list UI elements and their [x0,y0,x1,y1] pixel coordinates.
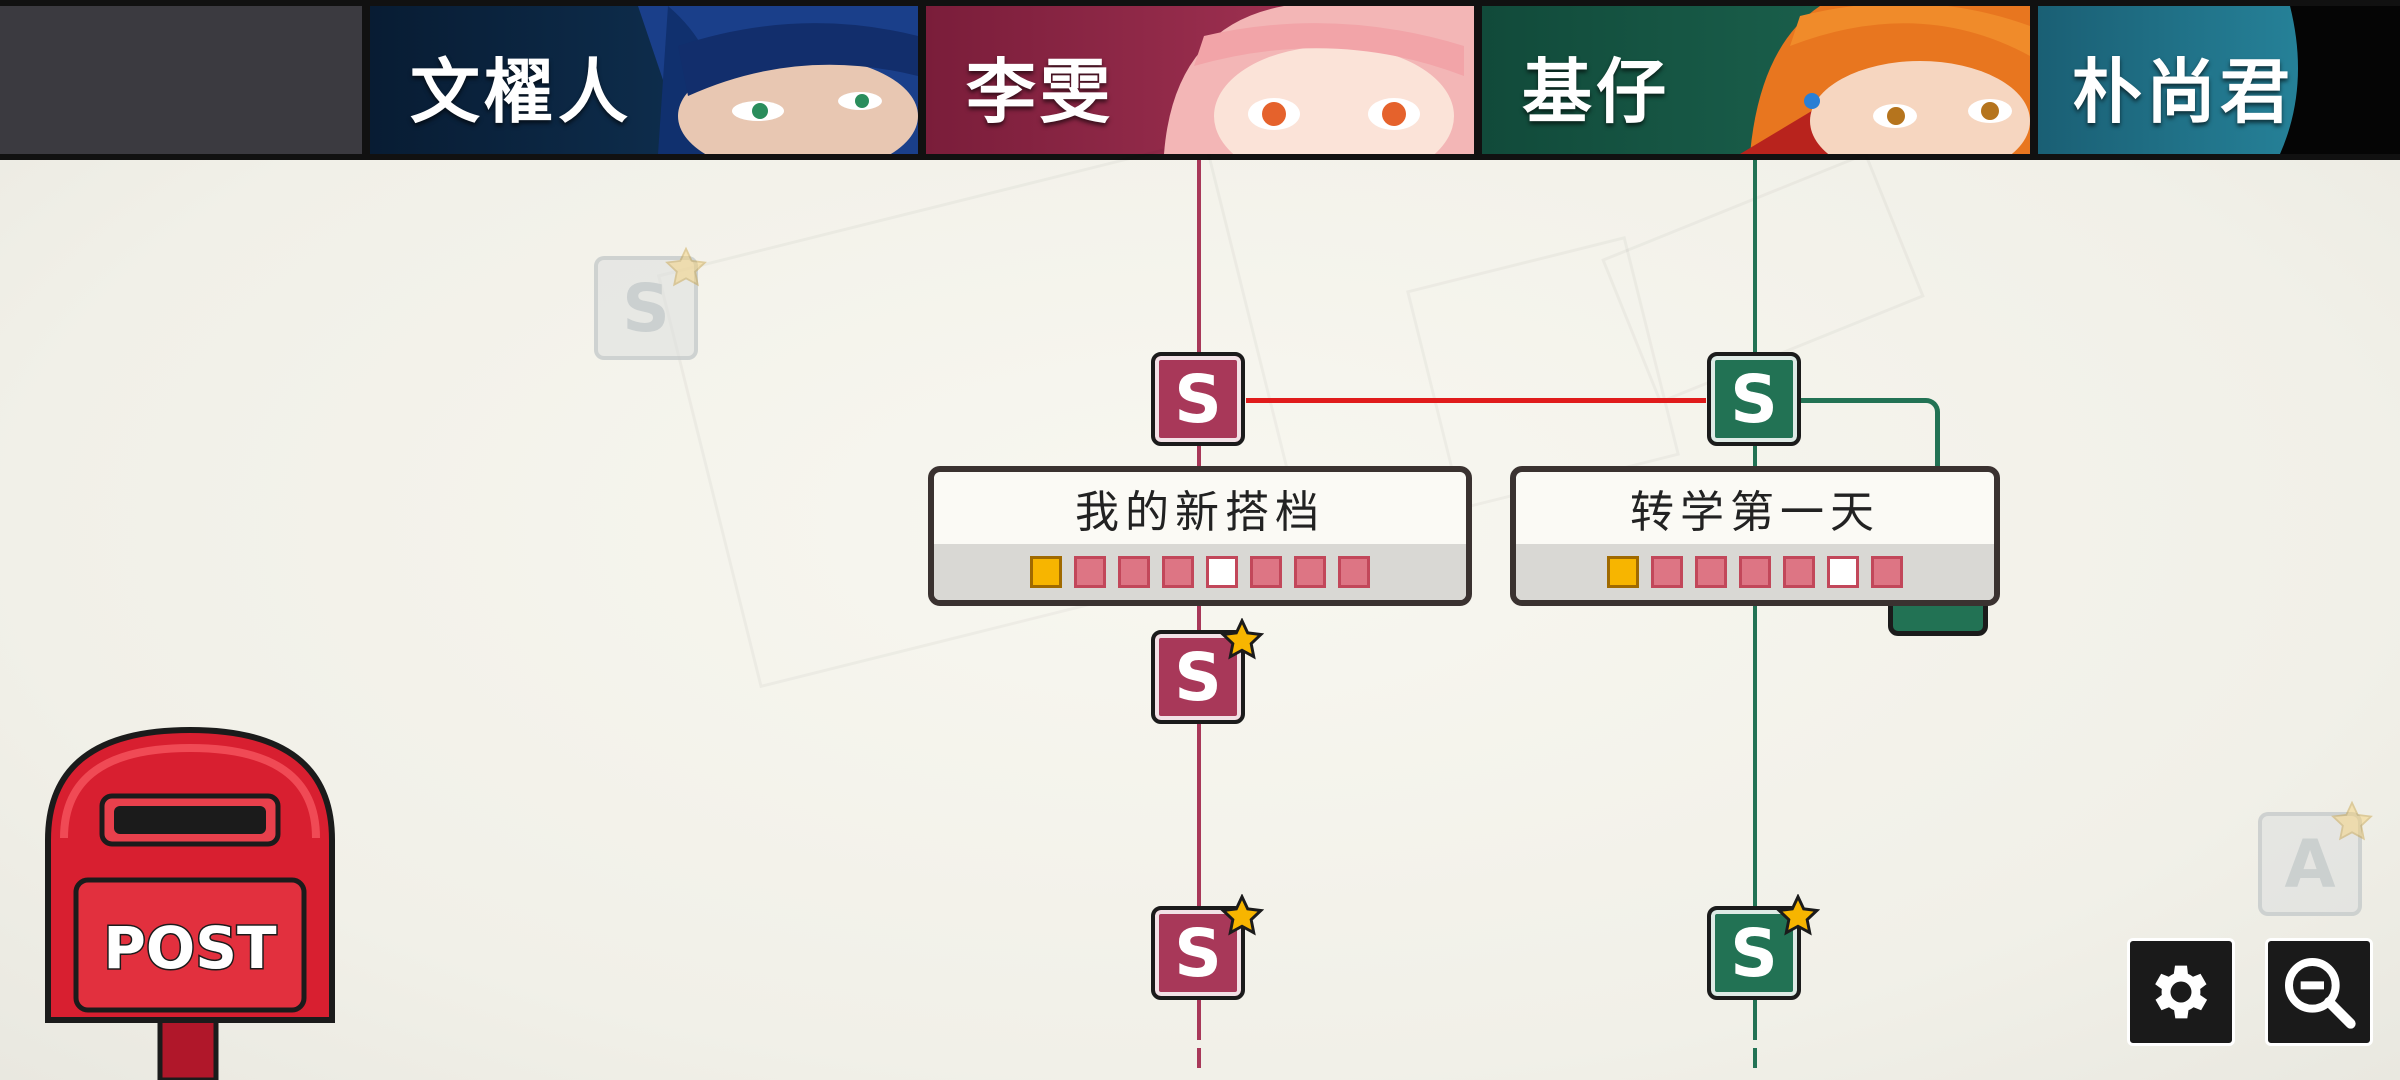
progress-square-filled [1338,556,1370,588]
chapter-title: 转学第一天 [1630,487,1880,538]
route-line-dash [1753,1048,1757,1068]
mailbox-label: POST [103,914,277,982]
star-icon [2331,800,2373,841]
progress-square-empty [1827,556,1859,588]
chapter-title: 我的新搭档 [1075,487,1325,538]
post-mailbox[interactable]: POST [40,720,340,1080]
route-node-li-3[interactable]: S [1151,906,1245,1000]
node-letter: S [1730,914,1778,992]
character-name: 李雯 [966,51,1114,133]
node-letter: S [1174,638,1222,716]
node-letter: A [2284,825,2336,903]
progress-square-gold [1607,556,1639,588]
route-line-dash [1197,1048,1201,1068]
character-tab-ji[interactable]: 基仔 [1482,6,2030,154]
progress-square-filled [1695,556,1727,588]
star-icon [1220,618,1264,660]
route-branch-green [1800,398,1940,474]
route-node-locked[interactable]: A [2258,812,2362,916]
progress-square-filled [1250,556,1282,588]
character-tab-li[interactable]: 李雯 [926,6,1474,154]
gear-icon [2155,965,2208,1019]
route-node-ji-2[interactable]: S [1707,906,1801,1000]
progress-square-gold [1030,556,1062,588]
route-node-li-2[interactable]: S [1151,630,1245,724]
character-tab-pu[interactable]: 朴尚君 [2038,6,2400,154]
node-letter: S [1174,360,1222,438]
progress-square-filled [1074,556,1106,588]
node-letter: S [1174,914,1222,992]
progress-square-filled [1294,556,1326,588]
settings-button[interactable] [2127,938,2235,1046]
route-node-locked[interactable]: S [594,256,698,360]
progress-square-filled [1871,556,1903,588]
progress-square-filled [1651,556,1683,588]
character-portrait-ji [1740,6,2030,154]
star-icon [1776,894,1820,936]
character-name: 基仔 [1522,51,1670,133]
character-portrait-wen [638,6,918,154]
route-node-ji-1[interactable]: S [1707,352,1801,446]
route-node-li-1[interactable]: S [1151,352,1245,446]
progress-square-filled [1783,556,1815,588]
node-letter: S [1730,360,1778,438]
progress-square-filled [1162,556,1194,588]
character-name: 文櫂人 [410,51,632,133]
character-portrait-li [1164,6,1474,154]
chapter-progress [934,544,1466,600]
chapter-card-li[interactable]: 我的新搭档 [928,466,1472,606]
zoom-out-button[interactable] [2265,938,2373,1046]
star-icon [1220,894,1264,936]
progress-square-filled [1118,556,1150,588]
route-link-red [1246,398,1706,403]
character-tab-wen[interactable]: 文櫂人 [370,6,918,154]
character-portrait-pu [2280,6,2400,154]
chapter-card-ji[interactable]: 转学第一天 [1510,466,2000,606]
progress-square-filled [1739,556,1771,588]
character-tab-empty [0,6,362,154]
zoom-out-icon [2285,958,2356,1029]
node-letter: S [622,269,670,347]
character-name: 朴尚君 [2072,51,2294,133]
chapter-progress [1516,544,1994,600]
character-bar: 文櫂人 李雯 基仔 [0,0,2400,160]
progress-square-empty [1206,556,1238,588]
star-icon [665,246,707,287]
